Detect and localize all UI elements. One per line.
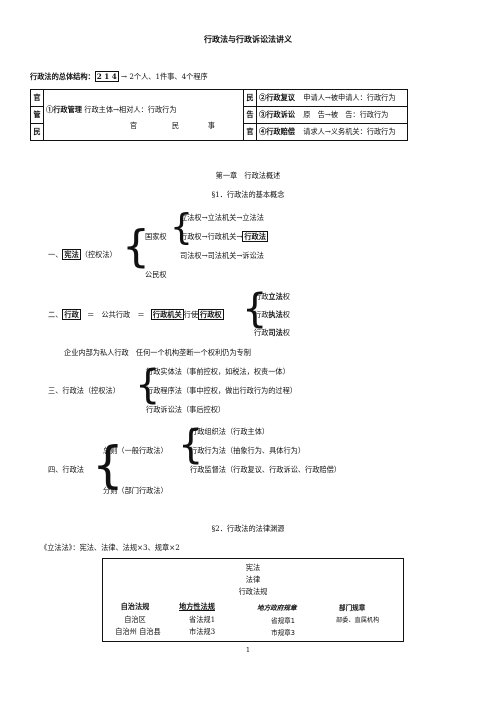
middle-sub-2: 民 [171,121,180,130]
diagram4-sub-2: 行政行为法（抽象行为、具体行为） [190,446,306,455]
right-row-3-name: ④行政赔偿 [259,127,295,136]
diagram4-sub-1: 行政组织法（行政主体） [190,427,270,436]
sources-r1-4: 部委、直属机构 [336,617,380,624]
diagram2-right-2: 行政执法权 [254,310,290,320]
diagram2-right-1-post: 权 [282,292,290,301]
middle-cell: ①行政管理 行政主体→相对人：行政行为 官 民 事 [43,89,244,141]
diagram3-item-1: 行政实体法（事前控权，如税法，权责一体） [146,367,290,376]
brace-2: { [170,207,193,248]
diagram2-right-2-pre: 行政 [254,310,269,319]
sources-r2-3: 市规章3 [271,629,295,637]
sources-header-4: 部门规章 [339,604,366,612]
diagram2-right-3-bold: 司法 [268,328,283,337]
diagram1-line-2-box: 行政法 [242,231,268,242]
right-row-1-desc: 申请人→被申请人：行政行为 [303,93,396,102]
brace-3: { [242,286,268,332]
diagram2-right-3: 行政司法权 [254,328,290,338]
state-power: 国家权 [145,232,167,241]
sources-header-1: 自治法规 [120,602,150,611]
diagram4-general: 总则（一般行政法） [103,446,168,455]
left-vert-3: 民 [30,123,44,141]
diagram2-pre: 二、 [48,310,63,319]
middle-main: ①行政管理 [46,105,82,114]
enterprise-line: 企业内部为私人行政 任何一个机构垄断一个权利仍为专制 [64,348,251,357]
right-row-1: ②行政复议 申请人→被申请人：行政行为 [256,89,408,107]
right-vert-1: 民 [243,89,257,107]
diagram4-lead: 四、行政法 [48,465,84,474]
brace-5: { [92,436,124,494]
diagram2-right-1-pre: 行政 [254,292,269,301]
diagram1-line-2-text: 行政权→行政机关→ [180,232,243,241]
right-vert-2: 告 [243,106,257,124]
diagram2-mid: 行使 [183,310,199,319]
page-title: 行政法与行政诉讼法讲义 [204,34,292,44]
diagram2-box2: 行政机关 [150,309,184,320]
diagram4-sub-3: 行政监督法（行政复议、行政诉讼、行政赔偿） [190,465,341,474]
middle-sub-3: 事 [207,121,215,130]
left-vert-2: 管 [30,106,44,124]
diagram1-line-3: 司法权→司法机关→诉讼法 [180,251,264,260]
sources-r2-1: 自治州 自治县 [115,627,161,636]
right-row-2-desc: 原 告→被 告：行政行为 [303,110,389,119]
page-number: 1 [245,646,251,654]
diagram2-eq: ＝ 公共行政 ＝ [87,310,145,319]
sources-r1-2: 省法规1 [189,615,216,624]
right-row-3: ④行政赔偿 请求人→义务机关：行政行为 [256,123,408,141]
sources-header-2: 地方性法规 [179,602,215,611]
right-row-2: ③行政诉讼 原 告→被 告：行政行为 [256,106,408,124]
sources-top-2: 法律 [245,575,261,584]
diagram4-partial: 分则（部门行政法） [103,486,168,495]
section-title-2: §2．行政法的法律渊源 [211,524,285,533]
middle-rest: 行政主体→相对人：行政行为 [84,105,177,114]
brace-4: { [135,362,161,408]
diagram3-item-2: 行政程序法（事中控权，做出行政行为的过程） [146,386,297,395]
left-vert-1: 官 [30,89,44,107]
diagram2-box1: 行政 [62,309,81,320]
diagram1-lead: 一、宪法（控权法） [48,249,117,260]
diagram2-right-1: 行政立法权 [254,292,290,302]
sources-box: 宪法 法律 行政法规 自治法规 地方性法规 地方政府规章 部门规章 自治区 省法… [102,558,404,642]
sources-header-3: 地方政府规章 [257,604,297,612]
section-title-1: §1．行政法的基本概念 [211,190,285,199]
structure-table: 官 ①行政管理 行政主体→相对人：行政行为 官 民 事 民 ②行政复议 申请人→… [30,89,408,141]
diagram1-lead-pre: 一、 [48,250,63,259]
right-row-2-name: ③行政诉讼 [259,110,295,119]
brace-6: { [178,422,204,468]
diagram3-item-3: 行政诉讼法（事后控权） [146,405,226,414]
structure-line: 行政法的总体结构：2 1 4 → 2个人、1件事、4个程序 [30,71,208,82]
structure-label: 行政法的总体结构： [30,72,95,81]
public-power: 公民权 [145,270,167,279]
sources-r2-2: 市法规3 [189,627,216,636]
diagram1-lead-box: 宪法 [62,249,81,260]
diagram1-lead-post: （控权法） [80,250,117,259]
sources-r1-1: 自治区 [124,615,146,624]
diagram1-line-2: 行政权→行政机关→行政法 [180,231,268,242]
middle-sub-1: 官 [130,121,138,130]
sources-r1-3: 省规章1 [271,617,295,625]
legislation-line: 《立法法》：宪法、法律、法规×3、规章×2 [40,543,180,552]
diagram2-right-3-pre: 行政 [254,328,269,337]
right-vert-3: 官 [243,123,257,141]
sources-top-1: 宪法 [245,563,261,572]
diagram2-box3: 行政权 [198,309,224,320]
diagram2-right-2-post: 权 [282,310,290,319]
brace-1: { [122,221,150,272]
right-row-1-name: ②行政复议 [259,93,295,102]
structure-code: 2 1 4 [94,71,119,82]
diagram2-right-1-bold: 立法 [268,292,283,301]
structure-desc: → 2个人、1件事、4个程序 [121,72,208,81]
sources-top-3: 行政法规 [238,587,268,596]
right-row-3-desc: 请求人→义务机关：行政行为 [303,127,396,136]
diagram1-line-1: 立法权→立法机关→立法法 [180,213,264,222]
diagram2-right-3-post: 权 [282,328,290,337]
diagram3-lead: 三、行政法（控权法） [48,386,120,395]
diagram2-right-2-bold: 执法 [268,310,283,319]
chapter-title: 第一章 行政法概述 [215,171,281,180]
diagram2-main: 二、行政 ＝ 公共行政 ＝ 行政机关行使行政权 [48,309,224,320]
